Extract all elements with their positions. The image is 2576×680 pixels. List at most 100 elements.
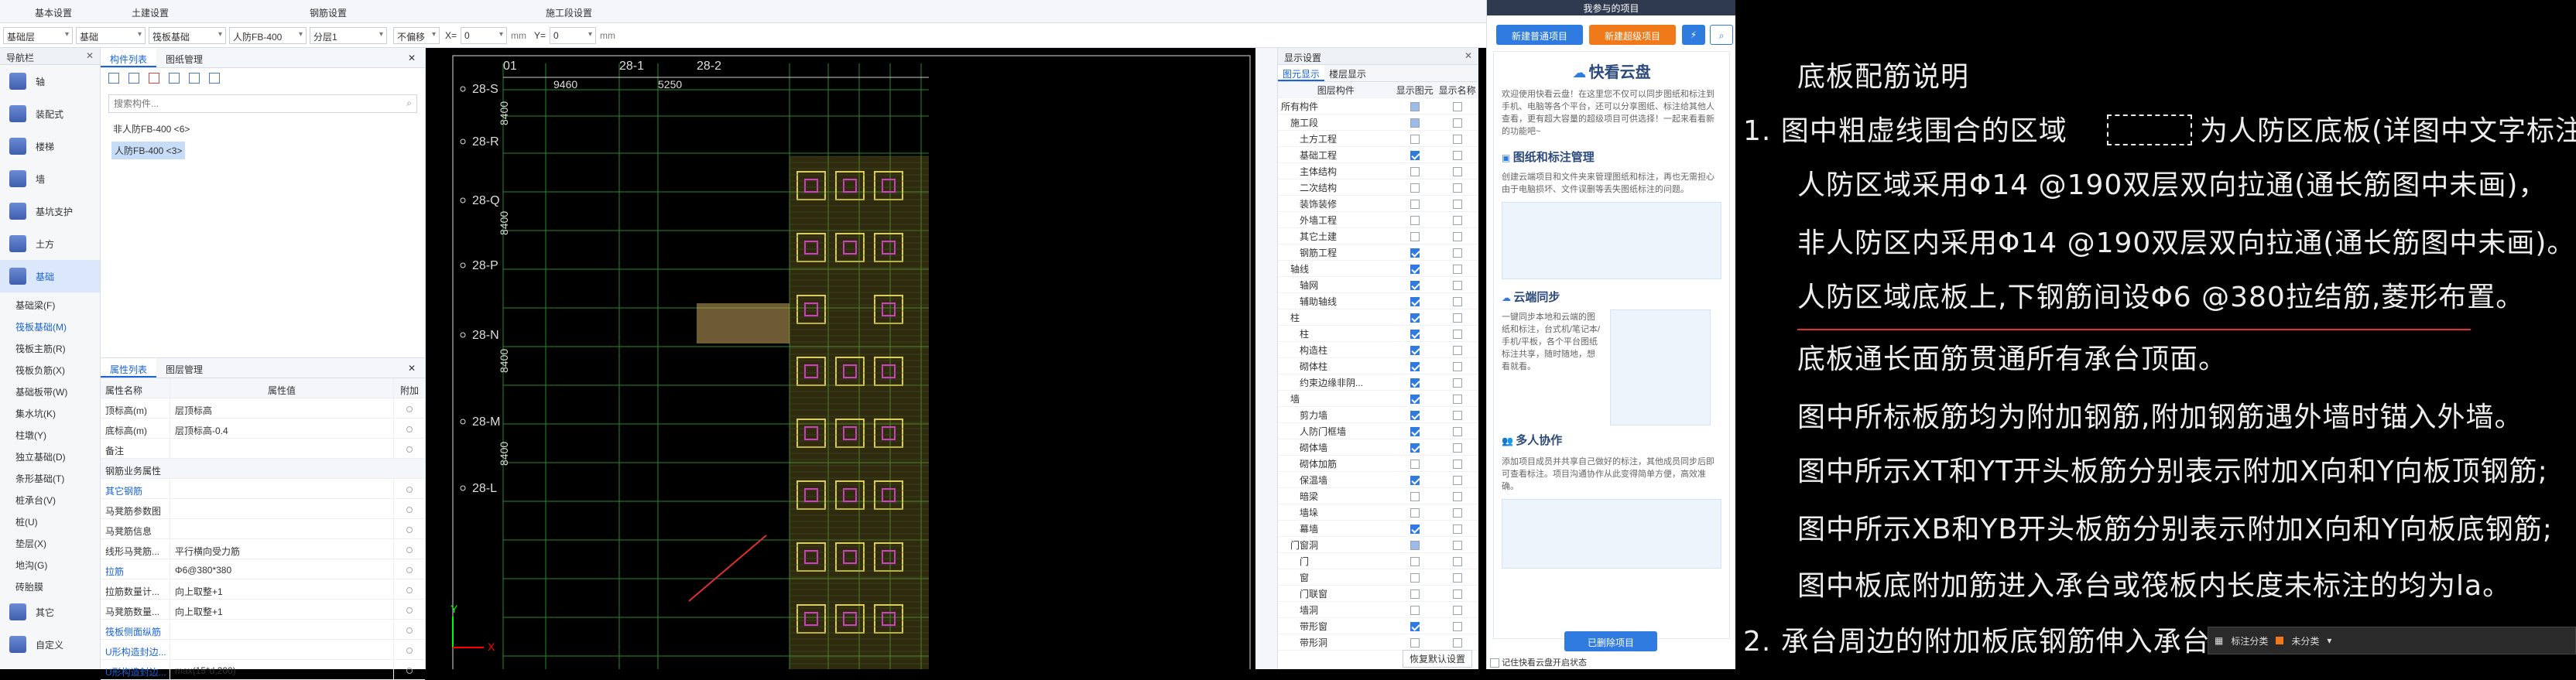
- display-row[interactable]: 土方工程: [1278, 131, 1478, 147]
- show-element-checkbox[interactable]: [1393, 133, 1436, 144]
- show-label-checkbox[interactable]: [1436, 442, 1478, 453]
- checkbox-icon[interactable]: [1410, 605, 1420, 615]
- tab-drawing-management[interactable]: 图纸管理: [166, 54, 204, 65]
- checkbox-icon[interactable]: [1452, 491, 1462, 501]
- display-row[interactable]: 墙: [1278, 391, 1478, 407]
- show-element-checkbox[interactable]: [1393, 620, 1436, 631]
- show-element-checkbox[interactable]: [1393, 117, 1436, 128]
- prop-extra-radio[interactable]: [394, 559, 425, 579]
- show-element-checkbox[interactable]: [1393, 377, 1436, 388]
- display-row[interactable]: 墙洞: [1278, 602, 1478, 618]
- prop-value[interactable]: 层顶标高-0.4: [170, 419, 394, 438]
- nav-subitem[interactable]: 地沟(G): [15, 560, 48, 571]
- sort-icon[interactable]: [209, 73, 220, 84]
- checkbox-icon[interactable]: [1452, 378, 1462, 388]
- checkbox-icon[interactable]: [1410, 329, 1420, 339]
- checkbox-icon[interactable]: [1410, 248, 1420, 258]
- show-element-checkbox[interactable]: [1393, 263, 1436, 274]
- show-label-checkbox[interactable]: [1436, 312, 1478, 323]
- show-label-checkbox[interactable]: [1436, 474, 1478, 485]
- checkbox-icon[interactable]: [1452, 166, 1462, 176]
- category-icon[interactable]: ▦: [2215, 635, 2224, 646]
- prop-extra-radio[interactable]: [394, 419, 425, 438]
- prop-value[interactable]: max(15*d,200): [170, 660, 394, 679]
- deleted-projects-button[interactable]: 已删除项目: [1564, 631, 1657, 651]
- show-label-checkbox[interactable]: [1436, 604, 1478, 615]
- checkbox-icon[interactable]: [1452, 280, 1462, 290]
- checkbox-icon[interactable]: [1452, 215, 1462, 225]
- checkbox-icon[interactable]: [1410, 118, 1420, 128]
- checkbox-icon[interactable]: [1410, 264, 1420, 274]
- checkbox-icon[interactable]: [1452, 459, 1462, 469]
- show-element-checkbox[interactable]: [1393, 182, 1436, 193]
- show-label-checkbox[interactable]: [1436, 458, 1478, 469]
- y-offset-input[interactable]: 0: [550, 27, 596, 44]
- offset-mode-select[interactable]: 不偏移: [393, 27, 440, 44]
- checkbox-icon[interactable]: [1410, 280, 1420, 290]
- chevron-down-icon[interactable]: ▾: [2327, 635, 2332, 646]
- filter-icon[interactable]: [189, 73, 200, 84]
- props-row[interactable]: 底标高(m)层顶标高-0.4: [101, 419, 425, 439]
- display-row[interactable]: 柱: [1278, 326, 1478, 342]
- show-label-checkbox[interactable]: [1436, 377, 1478, 388]
- checkbox-icon[interactable]: [1452, 410, 1462, 420]
- props-row[interactable]: 备注: [101, 439, 425, 459]
- show-element-checkbox[interactable]: [1393, 555, 1436, 566]
- show-label-checkbox[interactable]: [1436, 490, 1478, 501]
- nav-subitem[interactable]: 砖胎膜: [15, 582, 44, 593]
- nav-item[interactable]: 装配式: [0, 97, 100, 130]
- checkbox-icon[interactable]: [1410, 296, 1420, 306]
- props-row[interactable]: 其它钢筋: [101, 479, 425, 499]
- show-label-checkbox[interactable]: [1436, 393, 1478, 404]
- checkbox-icon[interactable]: [1410, 166, 1420, 176]
- show-element-checkbox[interactable]: [1393, 328, 1436, 339]
- show-label-checkbox[interactable]: [1436, 247, 1478, 258]
- checkbox-icon[interactable]: [1452, 443, 1462, 453]
- checkbox-icon[interactable]: [1410, 150, 1420, 160]
- checkbox-icon[interactable]: [1410, 589, 1420, 599]
- display-row[interactable]: 门: [1278, 553, 1478, 569]
- delete-icon[interactable]: [149, 73, 159, 84]
- search-icon[interactable]: ⌕: [406, 97, 412, 108]
- show-element-checkbox[interactable]: [1393, 214, 1436, 225]
- checkbox-icon[interactable]: [1410, 540, 1420, 550]
- display-row[interactable]: 门联窗: [1278, 586, 1478, 602]
- checkbox-icon[interactable]: [1452, 426, 1462, 436]
- checkbox-icon[interactable]: [1410, 556, 1420, 566]
- slab-region[interactable]: [697, 303, 790, 343]
- checkbox-icon[interactable]: [1410, 572, 1420, 583]
- checkbox-icon[interactable]: [1452, 637, 1462, 648]
- prop-extra-radio[interactable]: [394, 499, 425, 518]
- tab-properties[interactable]: 属性列表: [101, 358, 157, 378]
- checkbox-icon[interactable]: [1452, 248, 1462, 258]
- checkbox-icon[interactable]: [1452, 345, 1462, 355]
- checkbox-icon[interactable]: [1452, 134, 1462, 144]
- show-element-checkbox[interactable]: [1393, 344, 1436, 355]
- display-row[interactable]: 保温墙: [1278, 472, 1478, 488]
- props-row[interactable]: 线形马凳筋...平行横向受力筋: [101, 539, 425, 559]
- nav-subitem[interactable]: 桩(U): [15, 517, 38, 528]
- checkbox-icon[interactable]: [1410, 621, 1420, 631]
- display-row[interactable]: 构造柱: [1278, 342, 1478, 358]
- prop-extra-radio[interactable]: [394, 519, 425, 538]
- close-icon[interactable]: ✕: [407, 53, 416, 63]
- checkbox-icon[interactable]: [1452, 231, 1462, 241]
- prop-value[interactable]: [170, 439, 394, 458]
- show-element-checkbox[interactable]: [1393, 539, 1436, 550]
- props-group-row[interactable]: 钢筋业务属性: [101, 459, 425, 479]
- show-element-checkbox[interactable]: [1393, 425, 1436, 436]
- prop-extra-radio[interactable]: [394, 600, 425, 619]
- checkbox-icon[interactable]: [1410, 345, 1420, 355]
- checkbox-icon[interactable]: [1452, 329, 1462, 339]
- prop-value[interactable]: 向上取整+1: [170, 579, 394, 599]
- show-element-checkbox[interactable]: [1393, 458, 1436, 469]
- checkbox-icon[interactable]: [1490, 658, 1499, 668]
- checkbox-icon[interactable]: [1452, 150, 1462, 160]
- display-row[interactable]: 其它土建: [1278, 228, 1478, 244]
- prop-value[interactable]: [170, 640, 394, 659]
- checkbox-icon[interactable]: [1452, 296, 1462, 306]
- nav-subitem[interactable]: 筏板主筋(R): [15, 343, 66, 354]
- display-row[interactable]: 所有构件: [1278, 98, 1478, 114]
- display-row[interactable]: 砌体柱: [1278, 358, 1478, 374]
- display-row[interactable]: 柱: [1278, 309, 1478, 326]
